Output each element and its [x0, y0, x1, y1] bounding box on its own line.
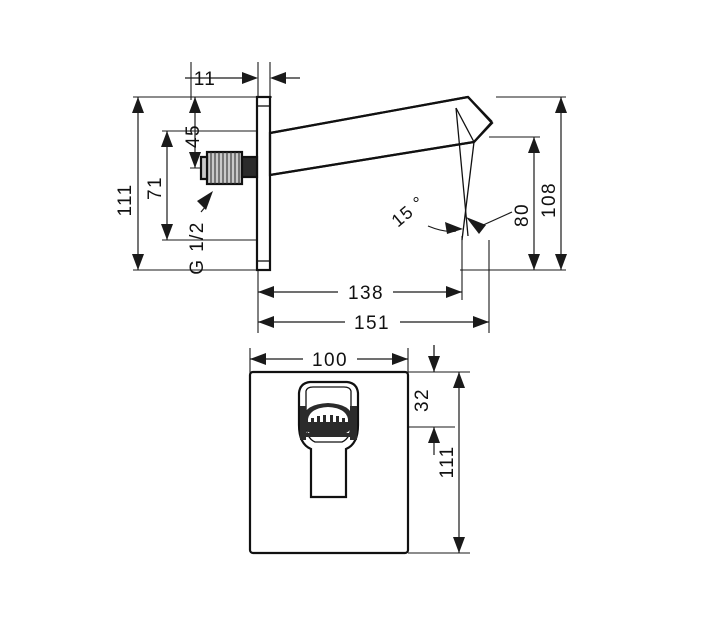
dim-11-side: 11: [185, 69, 300, 90]
side-elevation-group: 111 71 45 G 1/2 11: [115, 62, 567, 334]
front-elevation-group: 100 32 111: [248, 345, 470, 555]
dim-108-side: 108: [539, 97, 567, 270]
dim-100-front: 100: [250, 349, 408, 371]
dim-111-front: 111: [437, 372, 465, 553]
dim-45-side: 45: [183, 97, 204, 168]
callout-g-half-inch: G 1/2: [187, 191, 213, 275]
dim-label-32-front: 32: [412, 388, 433, 412]
dim-80-side: 80: [466, 137, 540, 270]
side-extension-lines: [133, 62, 566, 333]
dim-label-11-side: 11: [194, 69, 217, 90]
dim-32-front: 32: [412, 345, 440, 455]
dim-label-138-side: 138: [348, 283, 384, 304]
dim-71-side: 71: [145, 131, 173, 240]
dim-label-71-side: 71: [145, 176, 166, 200]
dim-label-111-front: 111: [437, 445, 458, 478]
dim-label-111-side: 111: [115, 183, 136, 216]
handle-grill-detail: [300, 403, 357, 440]
dim-111-side: 111: [115, 97, 144, 270]
lever-handle: [297, 380, 360, 499]
dim-label-151-side: 151: [354, 313, 390, 334]
dim-151-side: 151: [258, 312, 489, 334]
knurl-hatching: [210, 152, 240, 184]
dim-label-g-half-inch: G 1/2: [187, 221, 208, 274]
dim-label-108-side: 108: [539, 182, 560, 218]
dim-label-80-side: 80: [512, 203, 533, 227]
spout-body: [268, 95, 494, 241]
dim-label-100-front: 100: [312, 350, 348, 371]
wall-flange: [255, 95, 272, 272]
dim-138-side: 138: [258, 282, 462, 304]
g-half-inch-connector: [199, 150, 259, 186]
dim-label-45-side: 45: [183, 124, 204, 148]
